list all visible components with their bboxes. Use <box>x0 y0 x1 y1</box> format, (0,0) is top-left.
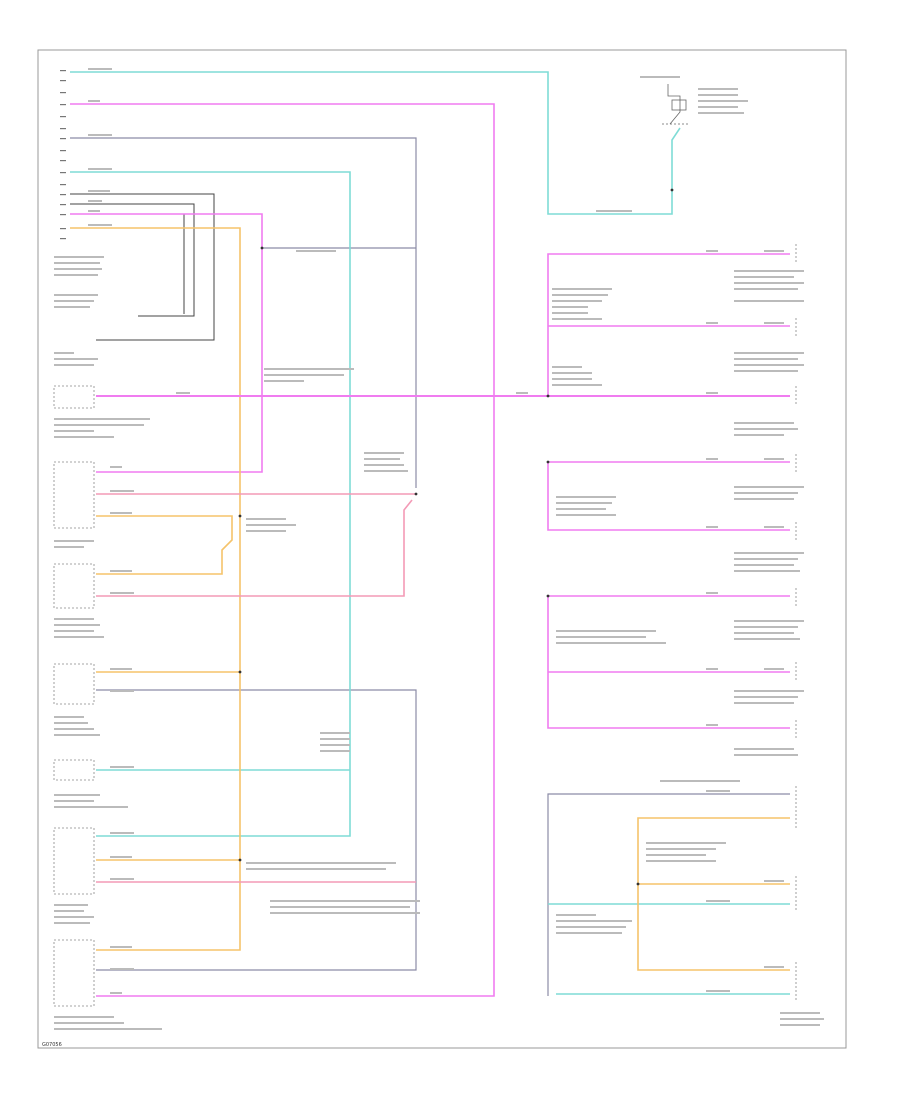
top-right-switch <box>662 84 690 125</box>
diagram-frame <box>37 49 847 1049</box>
wire-orange-br <box>637 817 790 971</box>
component-box-1 <box>53 385 95 409</box>
wire-magenta-right-4 <box>547 595 790 729</box>
wire-black-a <box>70 193 215 341</box>
wire-pink-b <box>96 499 413 597</box>
component-box-5 <box>53 759 95 781</box>
wire-cyan-top-b <box>671 127 681 190</box>
wire-magenta-right-3 <box>547 461 790 531</box>
note-marks <box>54 68 824 1030</box>
left-connector-pins <box>60 70 66 240</box>
left-components <box>53 385 95 1007</box>
wire-cyan-top <box>70 71 673 215</box>
component-box-2 <box>53 461 95 529</box>
diagram-code: G07056 <box>42 1042 62 1048</box>
component-box-4 <box>53 663 95 705</box>
wire-magenta-loop <box>70 103 495 997</box>
wire-gray-br <box>547 793 790 996</box>
wire-cyan-mid <box>70 171 351 837</box>
wire-magenta-right-1 <box>547 253 790 396</box>
component-box-3 <box>53 563 95 609</box>
splice-dots <box>238 188 674 886</box>
wire-orange <box>70 227 241 951</box>
wire-gray-right <box>70 137 417 488</box>
wire-gray-bottom <box>96 689 417 971</box>
wire-magenta-b <box>70 213 263 473</box>
wire-orange-b <box>96 515 233 575</box>
component-box-7 <box>53 939 95 1007</box>
wire-black-b <box>70 203 195 317</box>
wires <box>70 71 790 997</box>
component-box-6 <box>53 827 95 895</box>
